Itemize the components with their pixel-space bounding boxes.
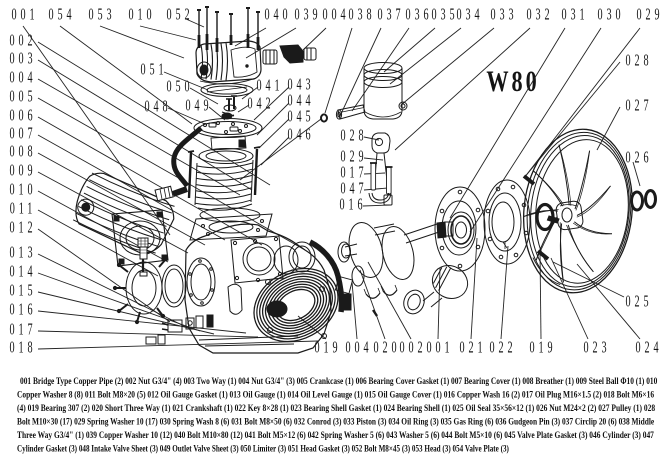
svg-text:012: 012 — [10, 219, 37, 237]
svg-text:035: 035 — [432, 6, 459, 24]
svg-text:029: 029 — [637, 6, 664, 24]
svg-text:039: 039 — [295, 6, 322, 24]
svg-text:Copper Washer 8 (8) 011 Bolt M: Copper Washer 8 (8) 011 Bolt M8×20 (5) 0… — [17, 389, 654, 400]
svg-text:034: 034 — [457, 6, 484, 24]
svg-text:040: 040 — [265, 6, 292, 24]
svg-text:053: 053 — [89, 6, 116, 24]
svg-text:051: 051 — [141, 61, 168, 79]
svg-text:048: 048 — [145, 98, 172, 116]
svg-text:004: 004 — [346, 339, 373, 357]
svg-text:020: 020 — [374, 339, 401, 357]
svg-text:014: 014 — [10, 263, 37, 281]
svg-text:045: 045 — [288, 108, 315, 126]
svg-text:Bolt M10×30 (17) 029 Spring Wa: Bolt M10×30 (17) 029 Spring Washer 10 (1… — [17, 416, 654, 427]
svg-text:010: 010 — [129, 6, 156, 24]
svg-text:031: 031 — [562, 6, 589, 24]
svg-text:015: 015 — [10, 282, 37, 300]
svg-text:037: 037 — [378, 6, 405, 24]
svg-text:001 Bridge Type Copper Pipe (2: 001 Bridge Type Copper Pipe (2) 002 Nut … — [20, 375, 657, 386]
svg-text:W80: W80 — [486, 64, 539, 98]
svg-text:004: 004 — [323, 6, 350, 24]
svg-text:017: 017 — [341, 164, 368, 182]
svg-text:025: 025 — [626, 293, 653, 311]
svg-text:016: 016 — [10, 301, 37, 319]
svg-text:017: 017 — [10, 321, 37, 339]
svg-text:001: 001 — [427, 339, 454, 357]
svg-text:044: 044 — [288, 92, 315, 110]
svg-text:024: 024 — [636, 339, 663, 357]
svg-text:013: 013 — [10, 244, 37, 262]
svg-text:006: 006 — [10, 107, 37, 125]
svg-text:036: 036 — [406, 6, 433, 24]
svg-text:010: 010 — [10, 181, 37, 199]
svg-text:009: 009 — [10, 162, 37, 180]
svg-text:019: 019 — [530, 339, 557, 357]
svg-text:027: 027 — [626, 97, 653, 115]
svg-text:028: 028 — [341, 127, 368, 145]
svg-text:028: 028 — [626, 52, 653, 70]
svg-text:022: 022 — [490, 339, 517, 357]
svg-text:042: 042 — [248, 95, 275, 113]
svg-text:023: 023 — [584, 339, 611, 357]
svg-text:004: 004 — [10, 69, 37, 87]
svg-text:003: 003 — [10, 50, 37, 68]
svg-text:047: 047 — [341, 180, 368, 198]
svg-text:021: 021 — [460, 339, 487, 357]
svg-text:001: 001 — [12, 6, 39, 24]
svg-text:(4) 019 Bearing 307 (2) 020 Sh: (4) 019 Bearing 307 (2) 020 Short Three … — [17, 402, 655, 413]
svg-text:030: 030 — [598, 6, 625, 24]
svg-text:016: 016 — [340, 196, 367, 214]
svg-text:033: 033 — [491, 6, 518, 24]
svg-text:038: 038 — [349, 6, 376, 24]
svg-text:Three Way G3/4" (1) 039 Copper: Three Way G3/4" (1) 039 Copper Washer 10… — [17, 429, 655, 440]
svg-text:054: 054 — [49, 6, 76, 24]
svg-text:Cylinder Gasket (3) 048 Intake: Cylinder Gasket (3) 048 Intake Valve She… — [17, 444, 509, 454]
svg-text:018: 018 — [10, 339, 37, 357]
svg-text:008: 008 — [10, 143, 37, 161]
svg-text:002: 002 — [10, 32, 37, 50]
svg-text:041: 041 — [257, 77, 284, 95]
svg-text:029: 029 — [341, 148, 368, 166]
svg-text:049: 049 — [186, 97, 213, 115]
svg-text:019: 019 — [315, 339, 342, 357]
svg-text:005: 005 — [10, 88, 37, 106]
svg-text:032: 032 — [527, 6, 554, 24]
svg-text:026: 026 — [626, 149, 653, 167]
svg-text:050: 050 — [167, 78, 194, 96]
svg-text:043: 043 — [288, 76, 315, 94]
svg-text:002: 002 — [400, 339, 427, 357]
svg-text:007: 007 — [10, 125, 37, 143]
svg-text:011: 011 — [10, 200, 37, 218]
svg-text:052: 052 — [167, 6, 194, 24]
